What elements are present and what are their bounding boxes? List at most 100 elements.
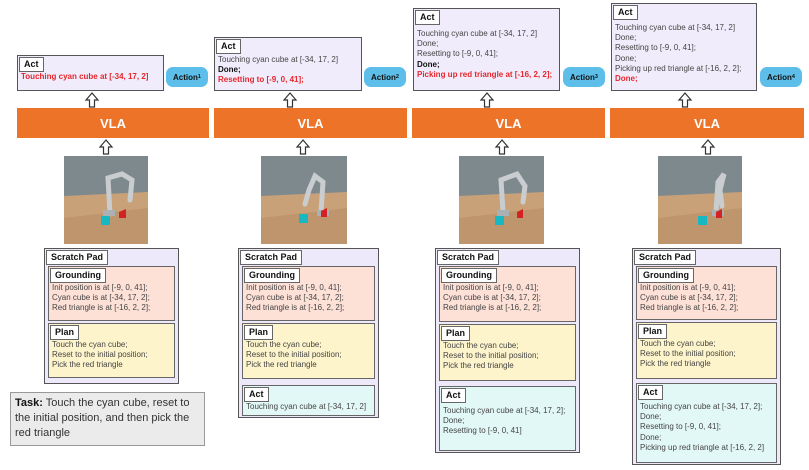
act-title: Act [638,385,663,400]
scratch-pad-4: Scratch Pad Grounding Init position is a… [632,248,781,465]
robot-scene-1 [64,156,148,244]
top-act-box-4: Act Touching cyan cube at [-34, 17, 2] Do… [611,3,757,91]
robot-scene-4 [658,156,742,244]
grounding-lines: Init position is at [-9, 0, 41]; Cyan cu… [443,283,573,314]
grounding-lines: Init position is at [-9, 0, 41]; Cyan cu… [52,283,172,314]
plan-line: Touch the cyan cube; [640,339,716,348]
act-line: Resetting to [-9, 0, 41]; [218,75,304,85]
plan-lines: Touch the cyan cube; Reset to the initia… [640,339,774,370]
grounding-line: Init position is at [-9, 0, 41]; [443,283,539,292]
plan-section: Plan Touch the cyan cube; Reset to the i… [242,323,375,379]
plan-section: Plan Touch the cyan cube; Reset to the i… [636,322,777,379]
act-line: Resetting to [-9, 0, 41]; [615,43,696,53]
grounding-section: Grounding Init position is at [-9, 0, 41… [242,266,375,321]
act-line: Done; [417,39,439,49]
pad-act-lines: Touching cyan cube at [-34, 17, 2];Done;… [443,406,573,437]
grounding-line: Init position is at [-9, 0, 41]; [52,283,148,292]
act-line: Resetting to [-9, 0, 41] [443,426,522,436]
arrow-up-icon [700,139,716,155]
scratch-pad-1: Scratch Pad Grounding Init position is a… [44,248,179,384]
plan-line: Reset to the initial position; [52,350,148,360]
plan-lines: Touch the cyan cube; Reset to the initia… [52,340,172,371]
act-title: Act [244,387,269,402]
pad-act-lines: Touching cyan cube at [-34, 17, 2] [246,402,372,412]
plan-section: Plan Touch the cyan cube; Reset to the i… [48,323,175,378]
arrow-up-icon [677,92,693,108]
grounding-lines: Init position is at [-9, 0, 41]; Cyan cu… [640,283,774,314]
plan-line: Pick the red triangle [640,359,711,369]
arrow-up-icon [84,92,100,108]
arrow-up-icon [479,92,495,108]
top-act-lines: Touching cyan cube at [-34, 17, 2]Done;R… [417,29,557,80]
top-act-tag: Act [19,57,44,72]
action-label: Action [767,72,792,82]
arrow-up-icon [98,139,114,155]
arrow-up-icon [282,92,298,108]
act-section: Act Touching cyan cube at [-34, 17, 2];D… [636,383,777,463]
plan-line: Pick the red triangle [52,360,123,370]
vla-block-1: VLA [17,108,209,138]
robot-arm-image [658,156,742,244]
plan-line: Pick the red triangle [443,361,514,371]
grounding-line: Cyan cube is at [-34, 17, 2]; [52,293,150,303]
act-line: Picking up red triangle at [-16, 2, 2]; [615,63,742,73]
top-act-lines: Touching cyan cube at [-34, 17, 2] [21,72,161,82]
robot-arm-image [64,156,148,244]
top-act-box-1: Act Touching cyan cube at [-34, 17, 2] [17,55,164,91]
grounding-title: Grounding [441,268,497,283]
grounding-line: Cyan cube is at [-34, 17, 2]; [246,293,344,303]
task-text: Touch the cyan cube, reset to the initia… [15,397,190,439]
grounding-line: Red triangle is at [-16, 2, 2]; [246,303,345,313]
grounding-line: Red triangle is at [-16, 2, 2]; [640,303,739,313]
top-act-tag: Act [216,39,241,54]
grounding-lines: Init position is at [-9, 0, 41]; Cyan cu… [246,283,372,314]
act-line: Touching cyan cube at [-34, 17, 2]; [640,402,763,411]
grounding-title: Grounding [244,268,300,283]
grounding-line: Red triangle is at [-16, 2, 2]; [52,303,151,313]
action-label: Action [570,72,595,82]
plan-lines: Touch the cyan cube; Reset to the initia… [443,341,573,372]
act-line: Picking up red triangle at [-16, 2, 2] [640,442,765,452]
plan-lines: Touch the cyan cube; Reset to the initia… [246,340,372,371]
plan-line: Touch the cyan cube; [443,341,519,350]
grounding-line: Cyan cube is at [-34, 17, 2]; [443,293,541,303]
robot-arm-image [459,156,544,244]
plan-section: Plan Touch the cyan cube; Reset to the i… [439,324,576,381]
grounding-section: Grounding Init position is at [-9, 0, 41… [48,266,175,321]
grounding-line: Init position is at [-9, 0, 41]; [246,283,342,292]
grounding-title: Grounding [50,268,106,283]
plan-line: Reset to the initial position; [443,351,539,361]
act-line: Done; [615,53,637,63]
vla-block-2: VLA [214,108,407,138]
task-label: Task: [15,397,43,409]
act-title: Act [441,388,466,403]
action-index: 2 [395,74,399,80]
top-act-tag: Act [415,10,440,25]
scratch-pad-title: Scratch Pad [240,250,303,265]
act-line: Resetting to [-9, 0, 41]; [417,49,498,59]
act-line: Picking up red triangle at [-16, 2, 2]; [417,69,553,79]
act-line: Touching cyan cube at [-34, 17, 2] [615,23,736,32]
robot-scene-2 [261,156,347,244]
act-line: Touching cyan cube at [-34, 17, 2] [21,72,149,81]
action-index: 1 [197,74,201,80]
action-label: Action [173,72,198,82]
top-act-tag: Act [613,5,638,20]
act-line: Touching cyan cube at [-34, 17, 2]; [443,406,566,415]
plan-line: Pick the red triangle [246,360,317,370]
task-box: Task: Touch the cyan cube, reset to the … [10,392,205,446]
scratch-pad-title: Scratch Pad [437,250,500,265]
act-line: Done; [443,416,465,426]
act-line: Done; [640,412,662,422]
arrow-up-icon [494,139,510,155]
grounding-section: Grounding Init position is at [-9, 0, 41… [636,266,777,320]
action-index: 4 [791,74,795,80]
act-section: Act Touching cyan cube at [-34, 17, 2] [242,385,375,416]
scratch-pad-title: Scratch Pad [634,250,697,265]
arrow-up-icon [295,139,311,155]
robot-arm-image [261,156,347,244]
act-line: Touching cyan cube at [-34, 17, 2] [417,29,538,38]
